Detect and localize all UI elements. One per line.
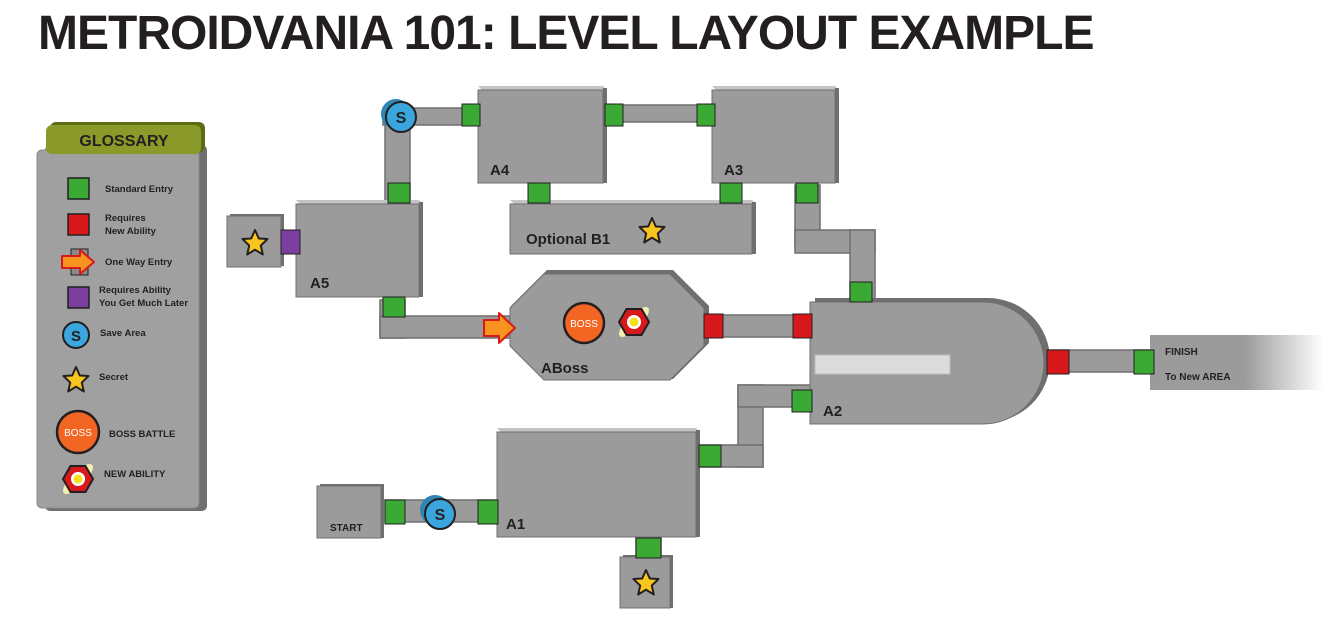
room-a3: A3 [711,86,839,184]
page-title: METROIDVANIA 101: LEVEL LAYOUT EXAMPLE [38,7,1094,60]
glossary-label: You Get Much Later [99,298,188,309]
glossary-heading: GLOSSARY [79,133,169,150]
svg-text:S: S [435,507,446,524]
new-area-label: To New AREA [1165,372,1231,383]
room-label: A5 [310,275,329,292]
boss-circle-icon: BOSS [562,301,606,345]
room-optional-b1: Optional B1 [509,200,756,255]
save-circle-icon: S [420,495,456,530]
standard-entry [698,444,722,468]
room-secret-left [226,214,284,268]
room-a4: A4 [477,86,607,184]
glossary-label: Requires Ability [99,285,172,296]
room-boss: ABoss BOSS [509,270,709,381]
room-label: A2 [823,403,842,420]
standard-entry [477,499,499,525]
glossary-label: Requires [105,213,146,224]
room-finish: FINISH To New AREA [1150,335,1323,390]
standard-entry [461,103,481,127]
standard-entry [849,281,873,303]
glossary-label: NEW ABILITY [104,469,166,480]
glossary-items: Standard Entry Requires New Ability One … [55,177,188,500]
svg-text:BOSS: BOSS [64,428,92,439]
standard-entry [382,296,406,318]
doors [280,103,1155,559]
boss-circle-icon: BOSS [55,409,101,455]
glossary-label: New Ability [105,226,157,237]
glossary-label: One Way Entry [105,257,173,268]
glossary-panel: GLOSSARY [36,122,207,511]
room-label: ABoss [541,360,589,377]
requires-ability-entry [792,313,813,339]
green-square-icon [67,177,90,200]
one-way-arrow-icon [61,248,95,276]
svg-text:BOSS: BOSS [570,319,598,330]
glossary-label: Standard Entry [105,184,174,195]
glossary-header [46,125,201,154]
standard-entry [1133,349,1155,375]
room-a2: A2 [809,298,1050,425]
start-label: START [330,523,363,534]
standard-entry [696,103,716,127]
room-a1: A1 [496,428,700,538]
one-way-arrow-icon [483,312,516,344]
much-later-entry [280,229,301,255]
svg-text:S: S [396,110,407,127]
room-label: Optional B1 [526,231,610,248]
room-label: A4 [490,162,510,179]
standard-entry [795,182,819,204]
glossary-label: Save Area [100,328,146,339]
standard-entry [635,537,662,559]
finish-label: FINISH [1165,347,1198,358]
save-circle-icon: S [62,321,90,349]
standard-entry [384,499,406,525]
purple-square-icon [67,286,90,309]
save-circle-icon: S [381,99,417,133]
requires-ability-entry [1046,349,1070,375]
standard-entry [527,182,551,204]
room-secret-bottom [619,555,673,609]
standard-entry [604,103,624,127]
glossary-label: BOSS BATTLE [109,429,175,440]
standard-entry [719,182,743,204]
red-square-icon [67,213,90,236]
standard-entry [791,389,813,413]
room-label: A3 [724,162,743,179]
requires-ability-entry [703,313,724,339]
room-a5: A5 [295,200,423,298]
room-label: A1 [506,516,525,533]
standard-entry [387,182,411,204]
glossary-label: Secret [99,372,129,383]
svg-text:S: S [71,328,81,345]
room-start: START [316,484,384,539]
